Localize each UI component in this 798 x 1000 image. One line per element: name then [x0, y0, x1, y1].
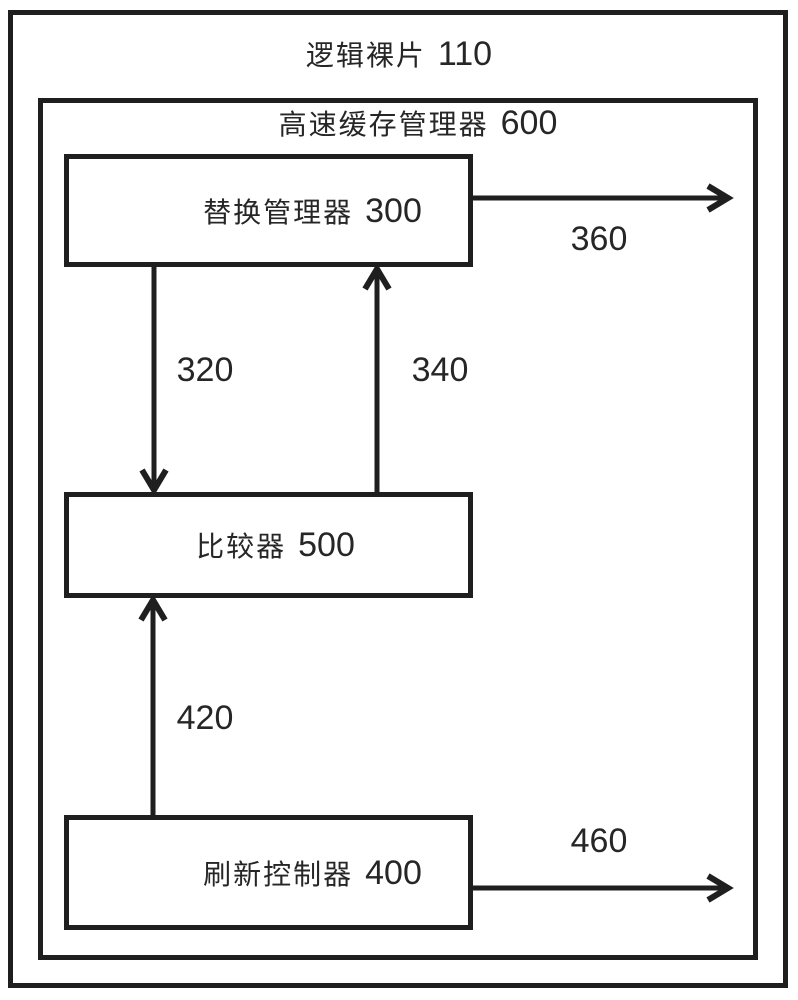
arrow-360-label: 360 — [570, 220, 628, 258]
block-refresh-controller-label: 刷新控制器 — [203, 859, 354, 891]
block-replacement-manager: 替换管理器 300 — [64, 154, 473, 267]
outer-box-label-pair: 逻辑裸片 110 — [306, 34, 492, 74]
arrow-420-label: 420 — [176, 699, 234, 737]
outer-box-logic-die — [8, 10, 788, 988]
inner-box-label: 高速缓存管理器 — [278, 110, 489, 141]
block-replacement-manager-number: 300 — [365, 191, 422, 230]
block-refresh-controller-number: 400 — [365, 853, 422, 892]
arrow-460-label: 460 — [570, 822, 628, 860]
outer-box-label: 逻辑裸片 — [305, 41, 426, 72]
block-comparator-number: 500 — [298, 526, 355, 564]
inner-box-cache-manager — [38, 98, 758, 960]
arrow-320-label: 320 — [176, 351, 234, 389]
block-refresh-controller: 刷新控制器 400 — [64, 815, 473, 930]
outer-box-title: 逻辑裸片 110 — [0, 34, 798, 74]
block-comparator-label: 比较器 — [196, 532, 287, 563]
arrow-340-label: 340 — [411, 351, 469, 389]
block-comparator: 比较器 500 — [64, 492, 473, 598]
block-label-pair: 比较器 500 — [196, 525, 355, 565]
block-replacement-manager-label: 替换管理器 — [203, 197, 354, 229]
inner-box-title: 高速缓存管理器 600 — [19, 103, 798, 143]
block-label-pair: 替换管理器 300 — [203, 191, 422, 231]
inner-box-label-pair: 高速缓存管理器 600 — [279, 103, 558, 143]
block-label-pair: 刷新控制器 400 — [203, 853, 422, 893]
outer-box-number: 110 — [437, 35, 493, 73]
inner-box-number: 600 — [500, 104, 558, 142]
